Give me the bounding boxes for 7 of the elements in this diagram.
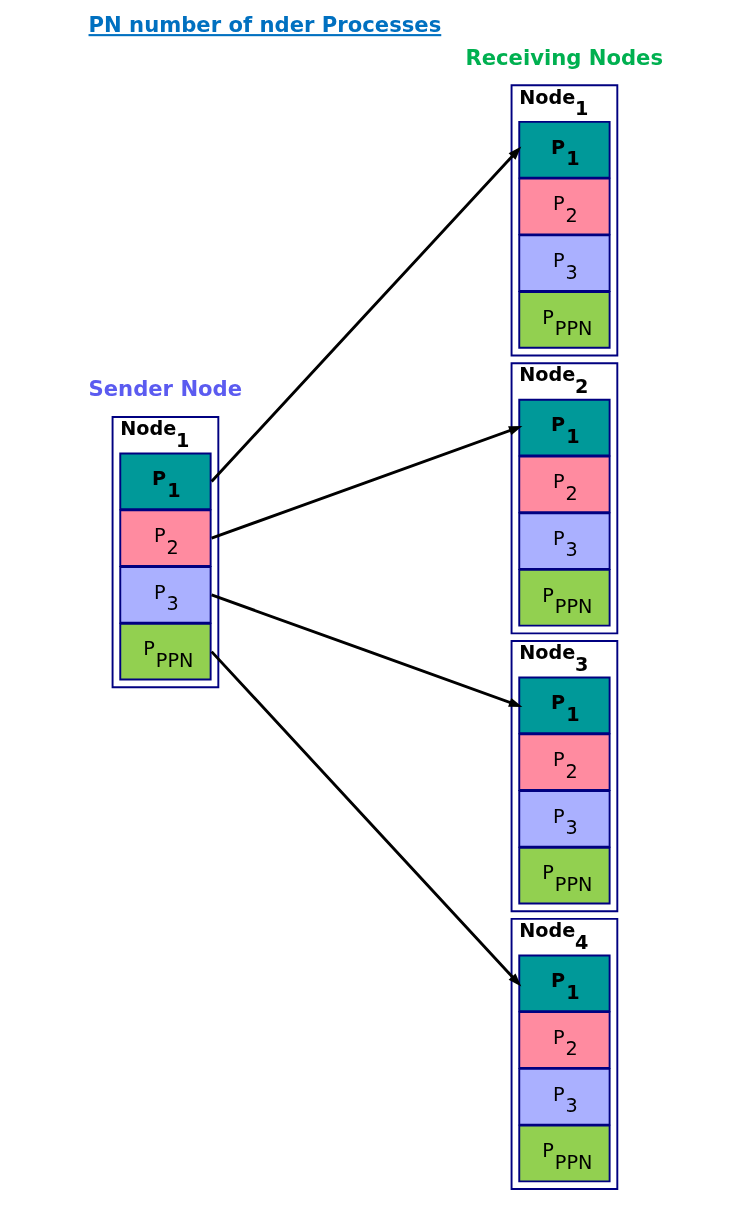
arrow — [210, 650, 521, 987]
arrow — [210, 146, 521, 483]
label: Receiving Nodes — [464, 44, 663, 70]
arrow — [210, 593, 522, 707]
arrow — [210, 426, 522, 540]
label: Sender Node — [88, 376, 242, 402]
diagram-title: PN number of nder Processes — [88, 12, 441, 38]
